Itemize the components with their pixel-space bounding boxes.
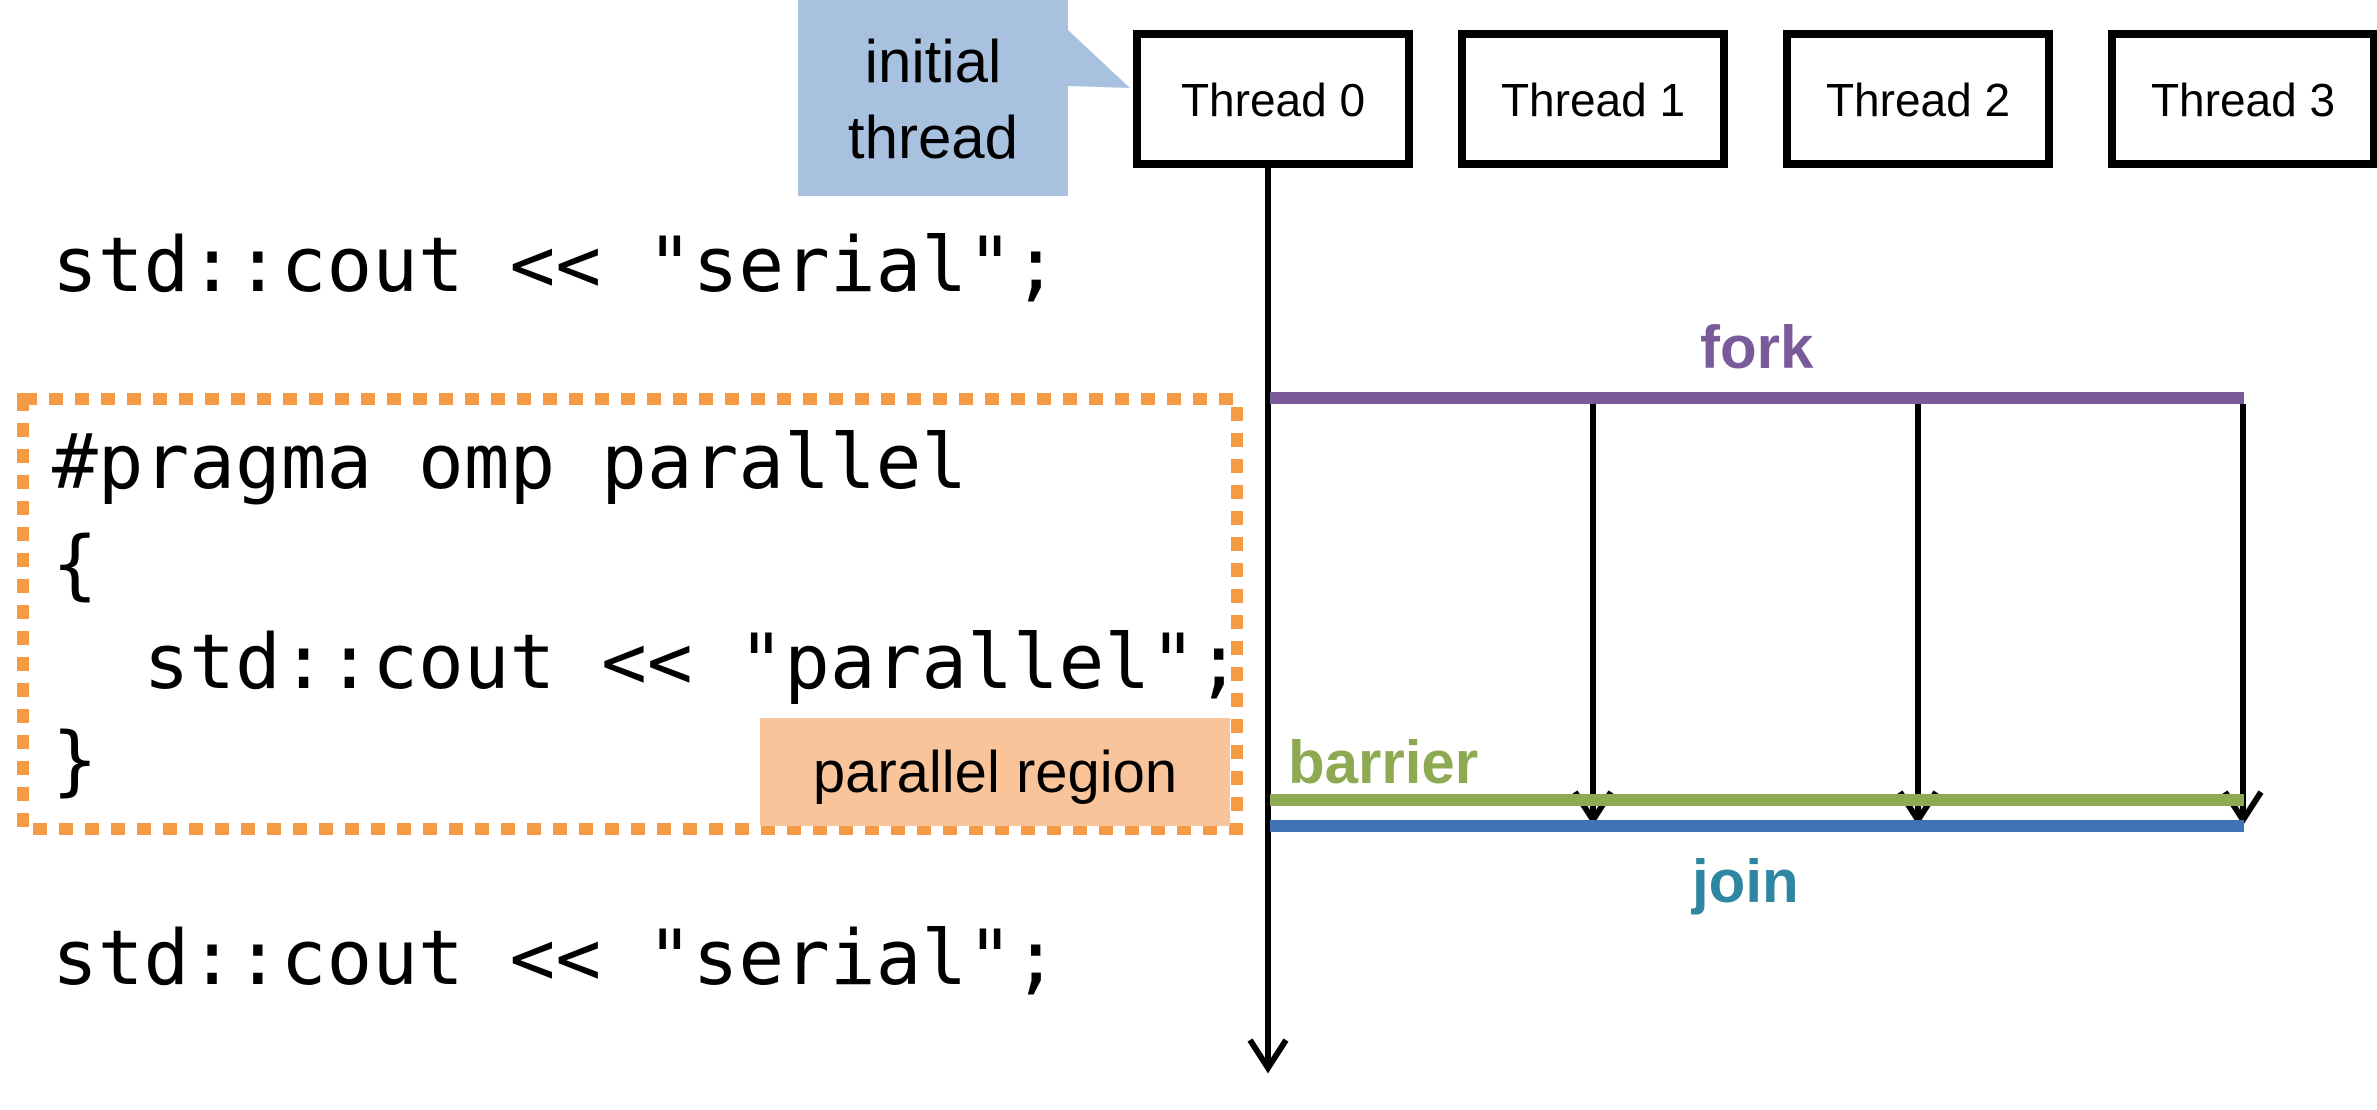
code-pragma: #pragma omp parallel — [52, 417, 968, 506]
thread-box-0 — [1133, 30, 1413, 168]
thread-label-3: Thread 3 — [2150, 74, 2336, 126]
code-open-brace: { — [52, 519, 98, 608]
thread0-arrowhead — [1247, 1038, 1289, 1074]
parallel-region-label: parallel region — [812, 740, 1178, 805]
initial-thread-label-line1: initial — [864, 28, 1002, 95]
parallel-region-box — [17, 393, 1243, 835]
code-parallel-statement: std::cout << "parallel"; — [52, 617, 1242, 706]
initial-thread-label-line2: thread — [847, 104, 1019, 171]
thread-label-2: Thread 2 — [1825, 74, 2011, 126]
thread-box-2 — [1783, 30, 2053, 168]
thread-label-1: Thread 1 — [1500, 74, 1686, 126]
thread-box-1 — [1458, 30, 1728, 168]
initial-thread-callout — [798, 0, 1130, 196]
parallel-region-label-bg — [760, 718, 1230, 826]
thread-label-0: Thread 0 — [1180, 74, 1366, 126]
barrier-label: barrier — [1288, 729, 1479, 796]
code-serial-before: std::cout << "serial"; — [52, 220, 1059, 309]
join-label: join — [1692, 848, 1799, 915]
fork-label: fork — [1700, 314, 1814, 381]
thread-box-3 — [2108, 30, 2377, 168]
code-close-brace: } — [52, 715, 98, 804]
code-serial-after: std::cout << "serial"; — [52, 913, 1059, 1002]
